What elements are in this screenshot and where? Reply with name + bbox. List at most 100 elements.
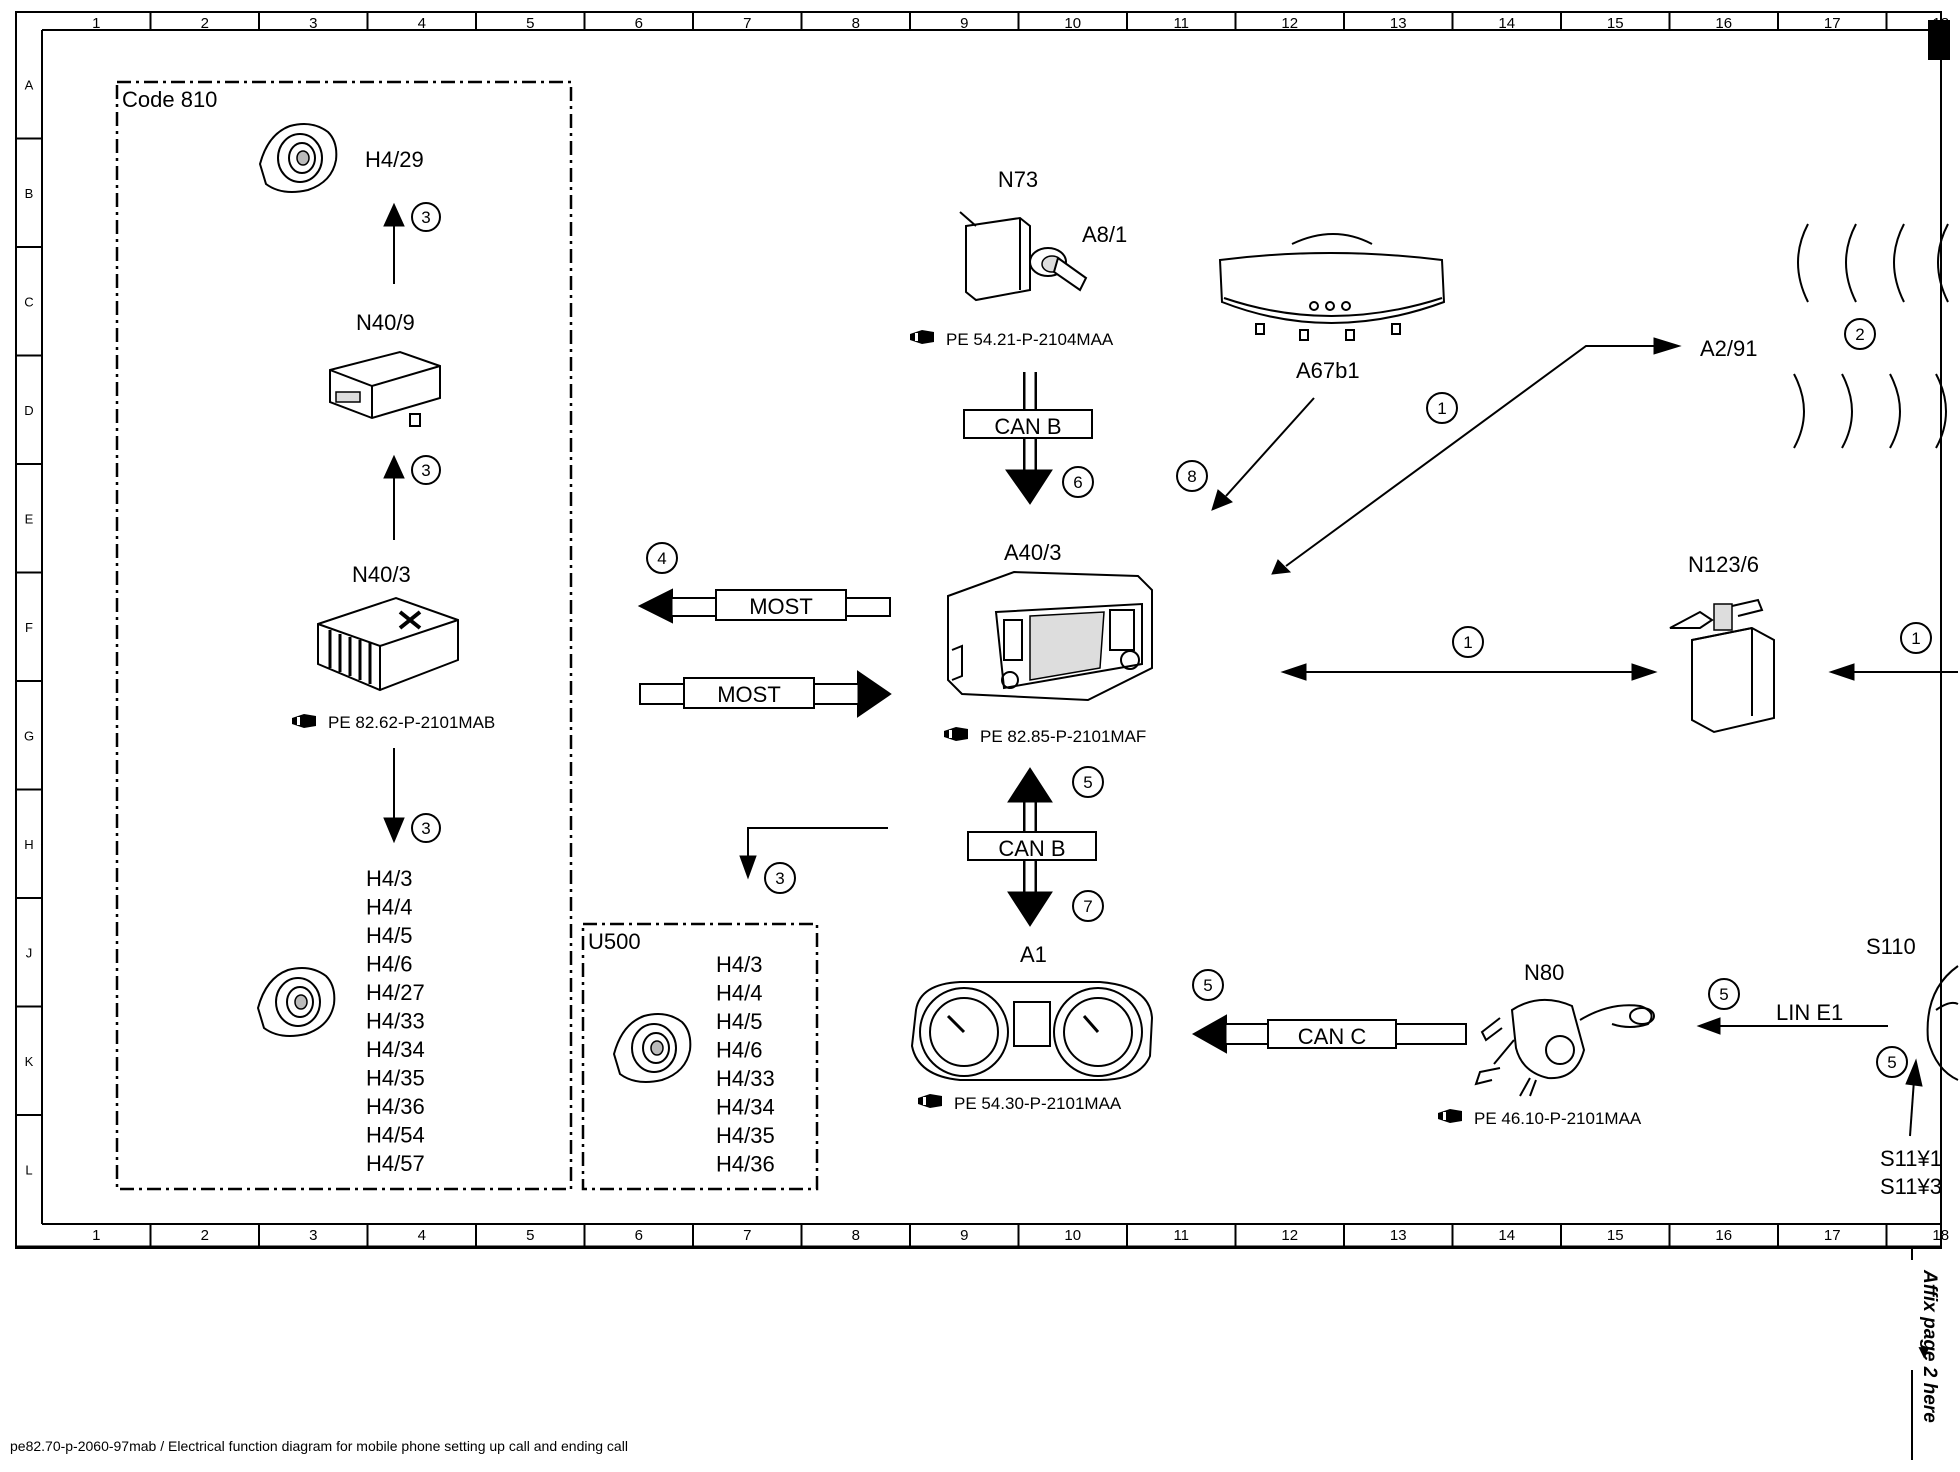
column-number: 14: [1498, 1227, 1515, 1244]
step-number: 3: [421, 819, 430, 838]
column-number: 16: [1715, 1227, 1732, 1244]
step-circle: [1708, 978, 1740, 1010]
row-letter: H: [24, 837, 33, 852]
reference-pointer-icon: [1438, 1109, 1462, 1123]
step-number: 2: [1855, 325, 1864, 344]
row-letter: J: [26, 945, 33, 960]
speaker-list-item: H4/5: [716, 1009, 762, 1034]
arrow-head: [1653, 337, 1682, 355]
reference-pointer-icon: [292, 714, 316, 728]
arrow-head: [739, 855, 757, 880]
column-number: 17: [1824, 15, 1841, 32]
step-circle: [1876, 1046, 1908, 1078]
a8-1-label: A8/1: [1082, 222, 1127, 247]
radio-wave-icon: [1793, 223, 1949, 449]
arrow-head: [1005, 469, 1053, 505]
step-number: 7: [1083, 897, 1092, 916]
column-number: 11: [1173, 1227, 1189, 1244]
speaker-list-item: H4/35: [366, 1066, 425, 1091]
speaker-list-item: H4/35: [716, 1123, 775, 1148]
row-letter: K: [25, 1054, 34, 1069]
reference-pointer-icon: [944, 727, 968, 741]
row-letter: B: [25, 186, 34, 201]
row-letter: G: [24, 728, 34, 743]
column-number: 1: [92, 1227, 100, 1244]
step-circle: [1176, 460, 1208, 492]
step-circle: [1900, 622, 1932, 654]
step-number: 5: [1203, 976, 1212, 995]
column-number: 5: [526, 15, 534, 32]
arrow-head: [1696, 1017, 1721, 1035]
speaker-icon: [257, 967, 336, 1037]
n80-label: N80: [1524, 960, 1564, 985]
column-number: 15: [1607, 1227, 1624, 1244]
arrow-head: [1905, 1058, 1923, 1087]
step-number: 5: [1719, 985, 1728, 1004]
most-box-bottom: [683, 677, 815, 709]
amplifier-icon: [317, 596, 459, 692]
step-circle: [411, 455, 441, 485]
arrow-head: [1828, 663, 1855, 681]
column-number: 9: [960, 15, 968, 32]
row-letter: F: [25, 620, 33, 635]
arrow-head: [383, 817, 405, 844]
column-number: 18: [1932, 1227, 1949, 1244]
step-circle: [1844, 318, 1876, 350]
speaker-list-item: H4/36: [716, 1152, 775, 1177]
arrow-head: [1007, 767, 1053, 803]
step-number: 4: [657, 549, 666, 568]
corner-tab: [1928, 20, 1950, 60]
a1-ref: PE 54.30-P-2101MAA: [954, 1094, 1122, 1113]
column-number: 12: [1281, 1227, 1298, 1244]
can-c-box: [1267, 1019, 1397, 1049]
speaker-list-item: H4/5: [366, 923, 412, 948]
h4-29-label: H4/29: [365, 147, 424, 172]
a40-3-label: A40/3: [1004, 540, 1062, 565]
column-number: 5: [526, 1227, 534, 1244]
column-number: 4: [418, 15, 426, 32]
can-b-label: CAN B: [998, 836, 1065, 861]
speaker-list-item: H4/57: [366, 1151, 425, 1176]
speaker-list-code-810: H4/3H4/4H4/5H4/6H4/27H4/33H4/34H4/35H4/3…: [366, 866, 425, 1176]
n80-ref: PE 46.10-P-2101MAA: [1474, 1109, 1642, 1128]
step-number: 1: [1463, 633, 1472, 652]
step-circle: [646, 542, 678, 574]
step-circle: [1452, 626, 1484, 658]
steering-column-module-icon: [1474, 998, 1655, 1097]
column-number: 10: [1064, 15, 1081, 32]
column-number: 15: [1607, 15, 1624, 32]
column-number: 3: [309, 1227, 317, 1244]
step-circle: [411, 202, 441, 232]
step-circle: [411, 813, 441, 843]
row-letter: C: [24, 294, 33, 309]
rear-view-mirror-icon: [1218, 233, 1446, 341]
column-number: 2: [201, 1227, 209, 1244]
s110-bottom-label-2: S11¥3: [1880, 1174, 1942, 1199]
antenna-link-line: [1285, 345, 1660, 567]
lin-e1-label: LIN E1: [1776, 1000, 1843, 1025]
grid-markers: 1122334455667788991010111112121313141415…: [16, 12, 1949, 1247]
column-number: 16: [1715, 15, 1732, 32]
s110-label: S110: [1866, 934, 1916, 959]
reference-pointer-icon: [918, 1094, 942, 1108]
arrow-line: [1225, 397, 1315, 497]
step-number: 3: [421, 208, 430, 227]
column-number: 10: [1064, 1227, 1081, 1244]
arrow-head: [1211, 489, 1233, 511]
speaker-list-item: H4/36: [366, 1094, 425, 1119]
speaker-icon: [613, 1013, 692, 1083]
speaker-list-item: H4/3: [366, 866, 412, 891]
speaker-icon: [259, 123, 338, 193]
reference-pointer-icon: [910, 330, 934, 344]
antenna-module-icon: [1669, 598, 1775, 734]
a1-label: A1: [1020, 942, 1047, 967]
speaker-list-item: H4/34: [716, 1095, 775, 1120]
row-letter: L: [25, 1162, 32, 1177]
column-number: 18: [1932, 15, 1949, 32]
n73-ref: PE 54.21-P-2104MAA: [946, 330, 1114, 349]
step-circle: [764, 862, 796, 894]
column-number: 8: [852, 1227, 860, 1244]
arrow-head: [1631, 663, 1658, 681]
branch-line: [747, 827, 888, 860]
can-b-box-bottom: [967, 831, 1097, 861]
